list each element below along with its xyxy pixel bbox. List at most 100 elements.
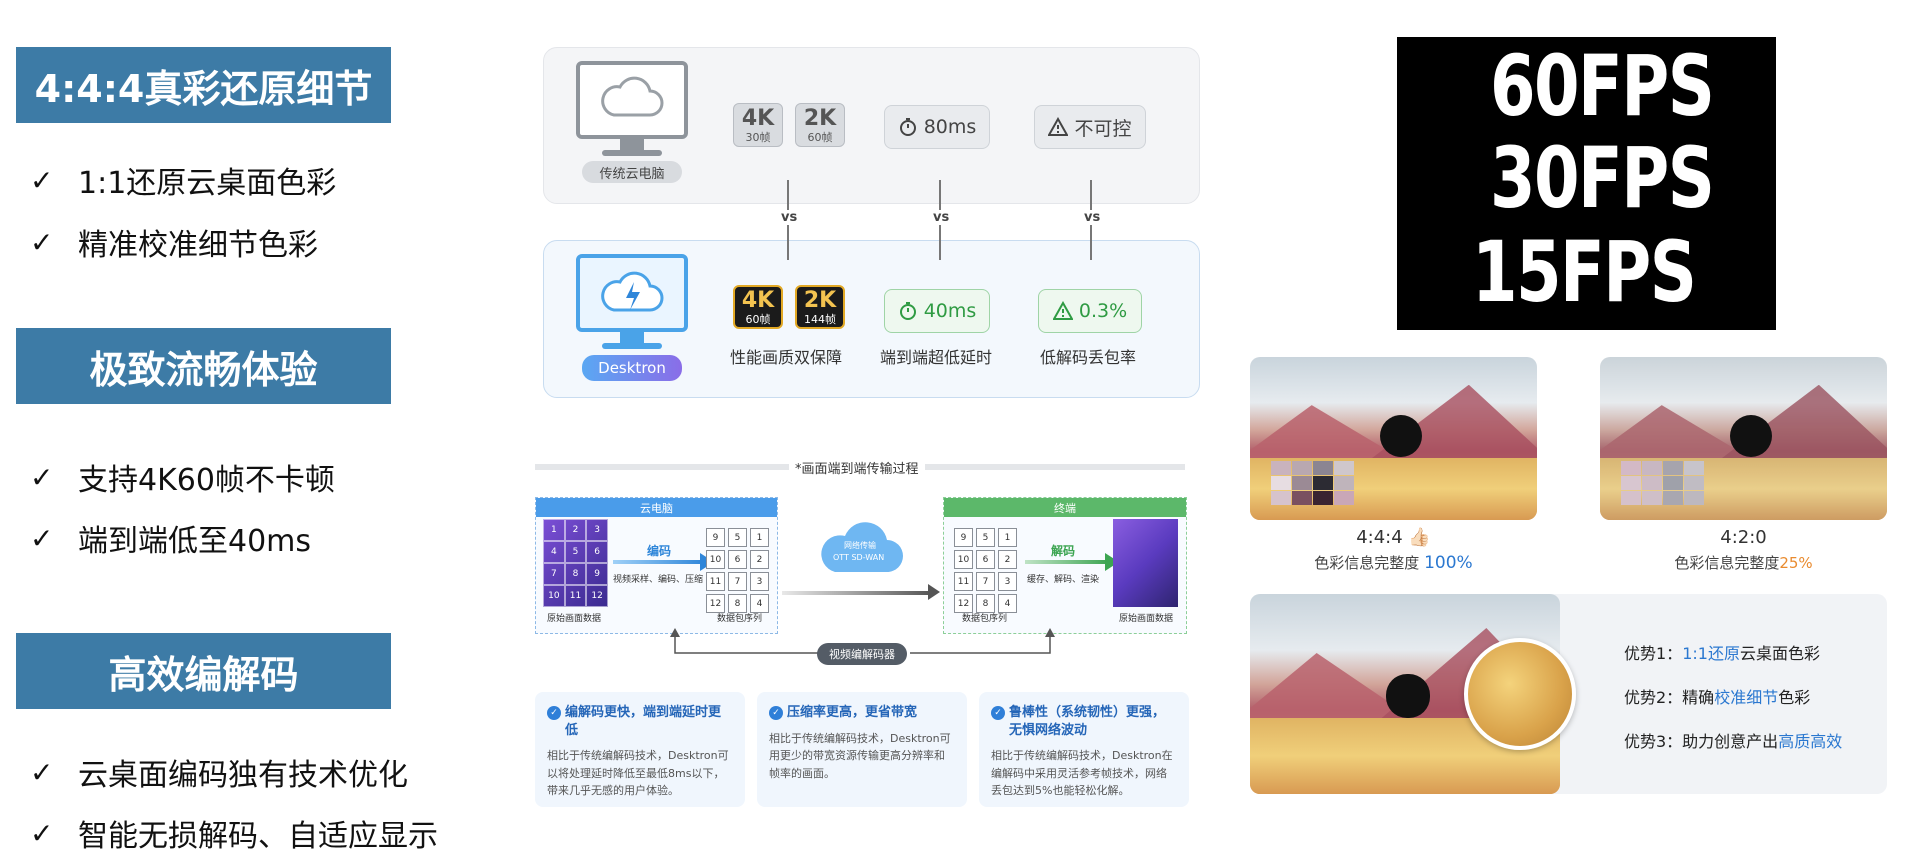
packet-cell: 2 [750, 550, 769, 569]
monitor-stand [620, 332, 644, 344]
codec-loop-lines [670, 628, 1055, 654]
swatch-cell [1663, 461, 1683, 475]
timer-icon [899, 302, 916, 320]
black-sphere [1730, 415, 1772, 457]
caption: 低解码丢包率 [1040, 348, 1137, 367]
frame-cell: 4 [543, 541, 565, 563]
black-sphere [1386, 674, 1430, 718]
check-circle-icon: ✓ [991, 706, 1005, 720]
completeness-text: 色彩信息完整度 [1674, 554, 1780, 572]
adv-prefix: 优势2：精确 [1624, 688, 1715, 707]
swatch-cell [1292, 476, 1312, 490]
encode-sub-label: 视频采样、编码、压缩 [613, 575, 704, 585]
check-icon: ✓ [30, 816, 54, 850]
swatch-cell [1684, 461, 1704, 475]
feature-banner-codec: 高效编解码 [16, 633, 391, 709]
frame-cell: 9 [586, 563, 608, 585]
decode-label: 解码 [1051, 544, 1076, 558]
badge-fps: 60帧 [745, 312, 771, 326]
caption: 性能画质双保障 [730, 348, 843, 367]
network-sub-label: OTT SD-WAN [833, 553, 885, 562]
frame-cell: 8 [564, 563, 587, 585]
check-icon: ✓ [30, 521, 54, 555]
packet-cell: 12 [954, 594, 973, 613]
feature-text: 云桌面编码独有技术优化 [78, 758, 408, 793]
desktron-monitor-icon [576, 254, 688, 332]
swatch-cell [1684, 491, 1704, 505]
encode-arrow [613, 560, 705, 564]
feature-text: 精准校准细节色彩 [78, 228, 318, 263]
advantage-1: 优势1：1:1还原云桌面色彩 [1624, 640, 1820, 664]
feature-item: ✓ 精准校准细节色彩 [30, 220, 318, 264]
adv-highlight: 1:1还原 [1682, 644, 1740, 663]
feature-item: ✓支持4K60帧不卡顿 [30, 455, 335, 499]
check-icon: ✓ [30, 225, 54, 259]
check-circle-icon: ✓ [769, 706, 783, 720]
cloud-icon [601, 76, 664, 117]
swatch-cell [1642, 461, 1662, 475]
monitor-base [602, 343, 662, 349]
completeness-text: 色彩信息完整度 [1314, 554, 1420, 572]
fps-30-label: 30FPS [1490, 129, 1715, 227]
check-circle-icon: ✓ [547, 706, 561, 720]
badge-res: 4K [741, 105, 775, 131]
network-label: 网络传输 [844, 541, 876, 550]
swatch-cell [1334, 491, 1354, 505]
warning-icon [1048, 117, 1069, 136]
badge-res: 2K [803, 287, 837, 313]
desktron-label: Desktron [582, 355, 682, 381]
banner-title: 极致流畅体验 [89, 347, 318, 392]
badge-res: 2K [803, 105, 837, 131]
packet-cell: 7 [728, 572, 747, 591]
advantage-3: 优势3：助力创意产出高质高效 [1624, 728, 1842, 752]
packet-cell: 9 [706, 528, 725, 547]
warning-icon [1052, 301, 1073, 320]
swatch-cell [1334, 476, 1354, 490]
frame-cell: 6 [586, 541, 608, 563]
pipeline-title: *画面端到端传输过程 [789, 458, 925, 477]
traditional-label: 传统云电脑 [582, 161, 682, 183]
packet-cell: 4 [750, 594, 769, 613]
feature-item: ✓端到端低至40ms [30, 516, 311, 560]
packet-cell: 5 [728, 528, 747, 547]
card-title: ✓压缩率更高，更省带宽 [769, 704, 955, 722]
adv-highlight: 高质高效 [1778, 732, 1843, 751]
info-card: ✓编解码更快，端到端延时更低 相比于传统编解码技术，Desktron可以将处理延… [535, 692, 745, 807]
swatch-cell [1621, 476, 1641, 490]
feature-text: 1:1还原云桌面色彩 [78, 166, 337, 201]
swatch-cell [1642, 491, 1662, 505]
frame-cell: 5 [564, 541, 587, 563]
badge-fps: 144帧 [804, 312, 836, 326]
zoom-circle-image [1464, 638, 1576, 750]
card-body: 相比于传统编解码技术，Desktron可用更少的带宽资源传输更高分辨率和帧率的画… [769, 731, 951, 780]
swatch-cell [1621, 491, 1641, 505]
latency-chip: 80ms [884, 105, 990, 149]
adv-highlight: 校准细节 [1714, 688, 1779, 707]
packet-cell: 7 [976, 572, 995, 591]
raw-data-label: 原始画面数据 [1119, 614, 1174, 624]
info-card: ✓压缩率更高，更省带宽 相比于传统编解码技术，Desktron可用更少的带宽资源… [757, 692, 967, 807]
encode-label: 编码 [647, 544, 672, 558]
packet-cell: 1 [998, 528, 1017, 547]
latency-chip: 40ms [884, 289, 990, 333]
cloud-monitor-icon [576, 61, 688, 139]
monitor-stand [620, 139, 644, 151]
packet-cell: 11 [706, 572, 725, 591]
color-swatch [1271, 461, 1354, 505]
sampling-label-444: 4:4:4 👍🏻 [1356, 527, 1431, 548]
packet-cell: 8 [976, 594, 995, 613]
feature-banner-smooth: 极致流畅体验 [16, 328, 391, 404]
swatch-cell [1271, 476, 1291, 490]
swatch-cell [1313, 476, 1333, 490]
card-title: ✓编解码更快，端到端延时更低 [547, 704, 733, 739]
packet-cell: 11 [954, 572, 973, 591]
sampling-label-420: 4:2:0 [1720, 527, 1767, 548]
advantage-2: 优势2：精确校准细节色彩 [1624, 684, 1810, 708]
frame-cell: 11 [564, 585, 587, 607]
frame-cell: 12 [586, 585, 608, 607]
frame-cell: 1 [543, 519, 565, 541]
